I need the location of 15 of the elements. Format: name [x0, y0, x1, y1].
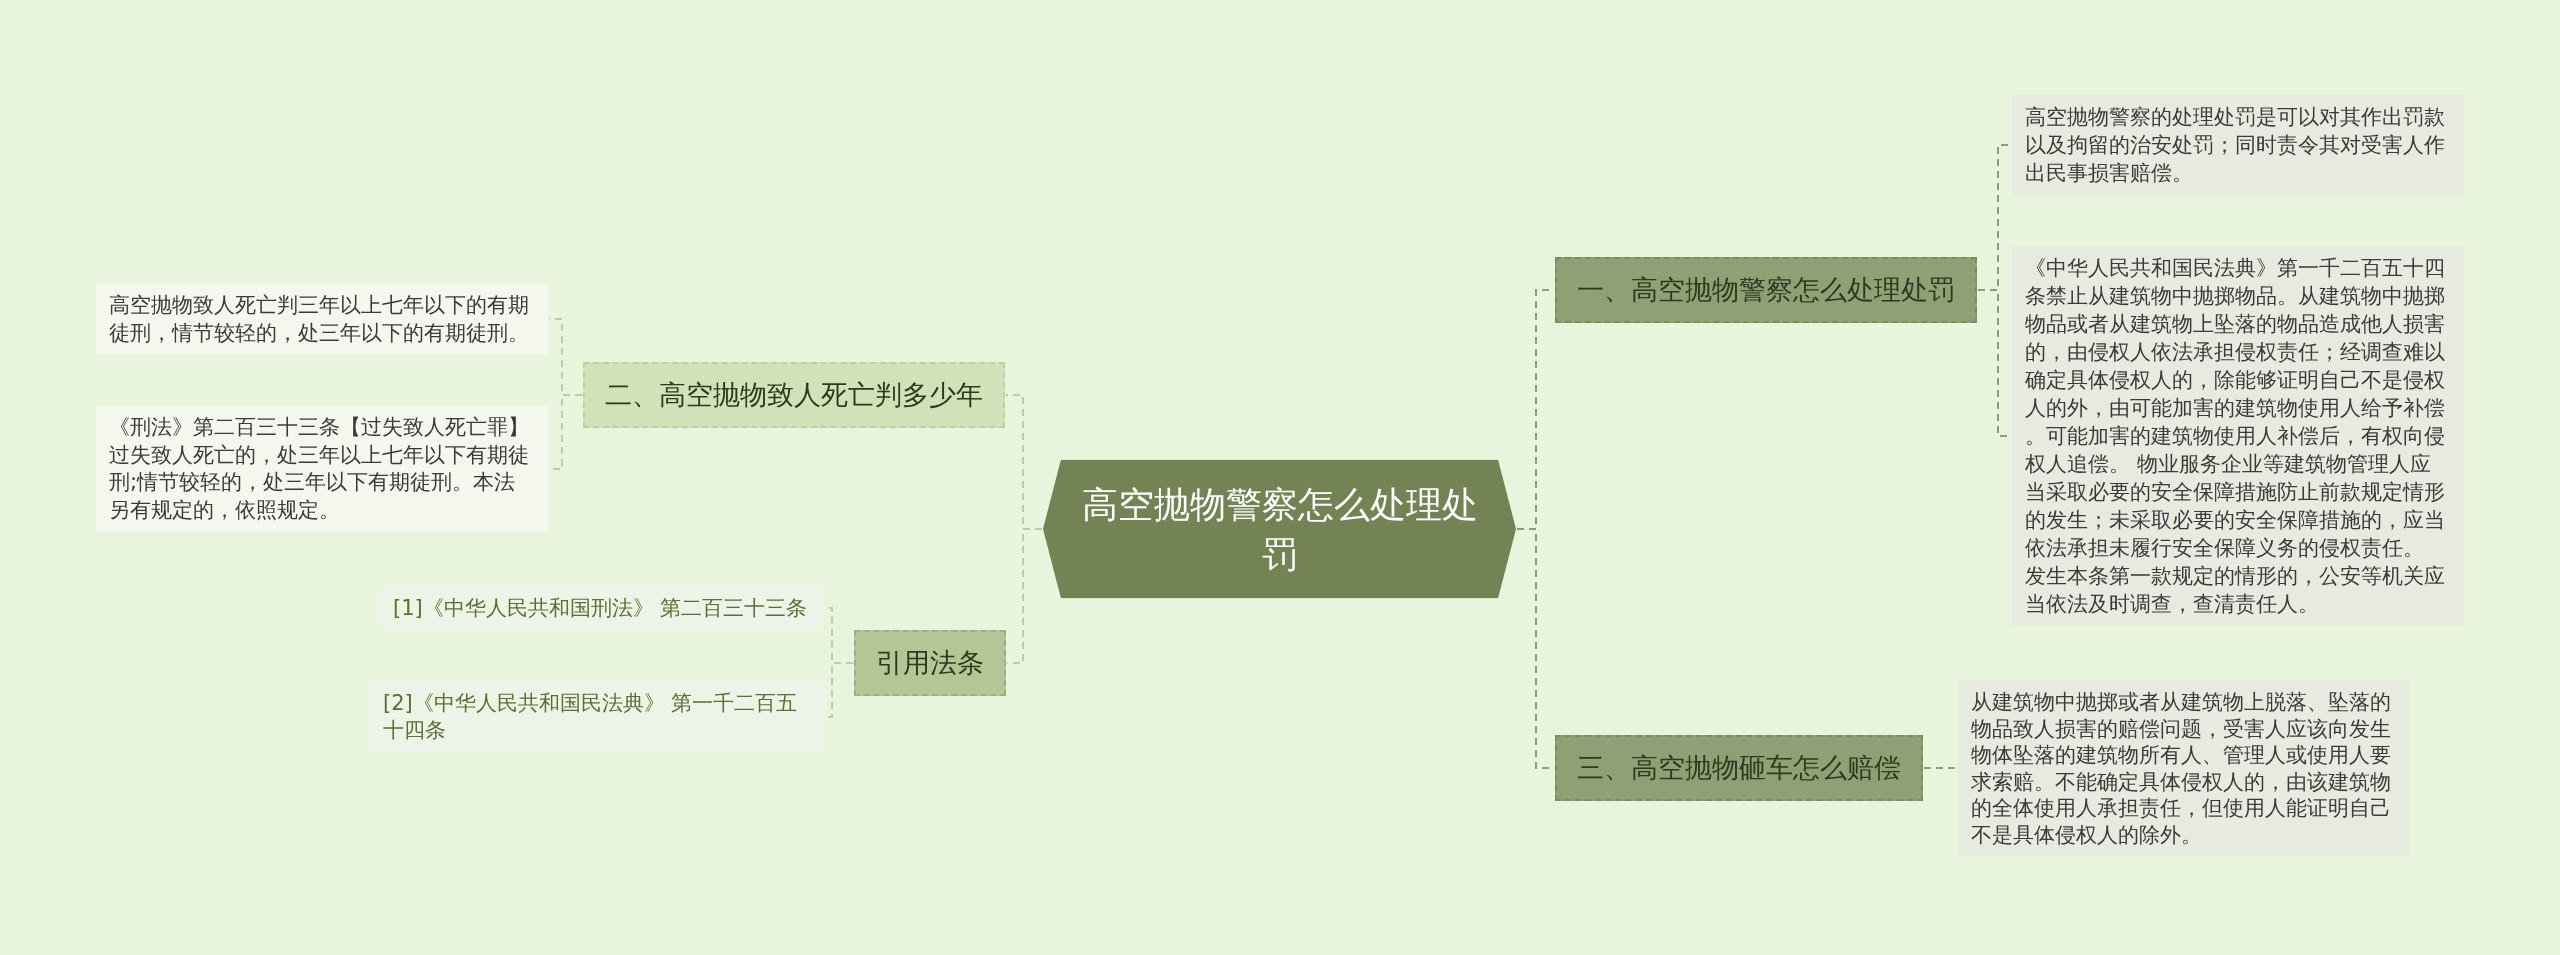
branch-topic: 一、高空抛物警察怎么处理处罚 — [1555, 257, 1977, 323]
note-card: 从建筑物中抛掷或者从建筑物上脱落、坠落的物品致人损害的赔偿问题，受害人应该向发生物体坠落的建筑物所有人、管理人或使用人要求索赔。不能确定具体侵权人的，由该建筑物的全体使用人承担责任，但使用人能证明自己不是具体侵权人的除外。 — [1958, 680, 2410, 856]
branch-topic: 三、高空抛物砸车怎么赔偿 — [1555, 735, 1923, 801]
note-card: 高空抛物致人死亡判三年以上七年以下的有期徒刑，情节较轻的，处三年以下的有期徒刑。 — [96, 283, 548, 355]
paragraph-text: 《中华人民共和国民法典》第一千二百五十四条禁止从建筑物中抛掷物品。从建筑物中抛掷物品或者从建筑物上坠落的物品造成他人损害的，由侵权人依法承担侵权责任；经调查难以确定具体侵权人的，除能够证明自己不是侵权人的外，由可能加害的建筑物使用人给予补偿。可能加害的建筑物使用人补偿后，有权向侵权人追偿。 物业服务企业等建筑物管理人应当采取必要的安全保障措施防止前款规定情形的发生；未采取必要的安全保障措施的，应当依法承担未履行安全保障义务的侵权责任。 — [2025, 255, 2446, 562]
branch-topic: 引用法条 — [854, 630, 1006, 696]
connector-line — [1923, 767, 1958, 769]
central-topic: 高空抛物警察怎么处理处罚 — [1043, 459, 1516, 599]
connector-line — [826, 662, 854, 718]
branch-topic: 二、高空抛物致人死亡判多少年 — [583, 362, 1005, 428]
paragraph-text: 发生本条第一款规定的情形的，公安等机关应当依法及时调查，查清责任人。 — [2025, 563, 2446, 618]
note-card: 《刑法》第二百三十三条【过失致人死亡罪】过失致人死亡的，处三年以上七年以下有期徒刑;情节较轻的，处三年以下有期徒刑。本法另有规定的，依照规定。 — [96, 406, 548, 532]
reference-card: [2]《中华人民共和国民法典》 第一千二百五十四条 — [370, 682, 826, 752]
note-card: 高空抛物警察的处理处罚是可以对其作出罚款以及拘留的治安处罚；同时责令其对受害人作出民事损害赔偿。 — [2012, 95, 2464, 195]
reference-card: [1]《中华人民共和国刑法》 第二百三十三条 — [380, 586, 824, 630]
